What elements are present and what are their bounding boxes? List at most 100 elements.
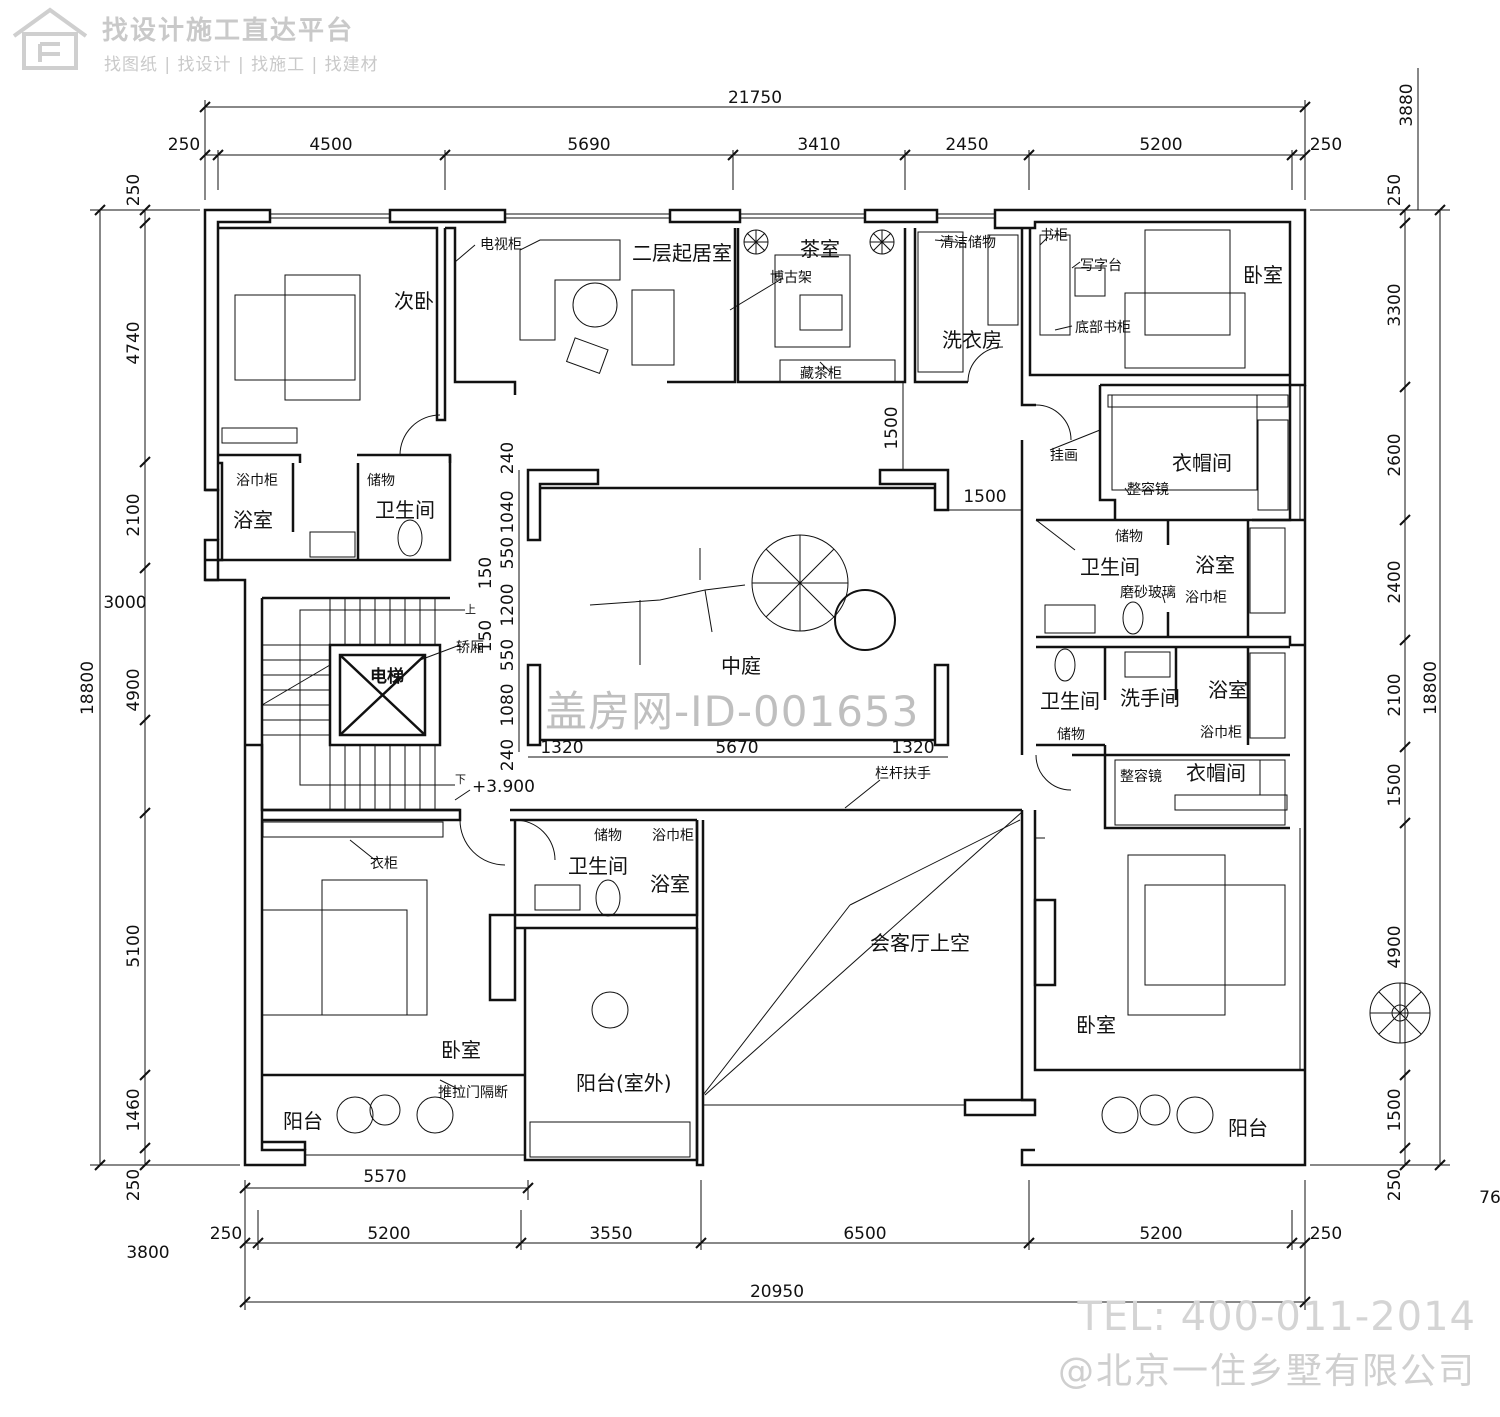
- brand-header: 找设计施工直达平台 找图纸 | 找设计 | 找施工 | 找建材: [10, 6, 410, 76]
- top-dimensions: 21750 3880 250 4500 5690 3410 2450 5200 …: [168, 83, 1417, 155]
- dim-overall-right: 18800: [1421, 661, 1441, 715]
- label-stair-down: 下: [455, 773, 466, 786]
- label-mirror-se: 整容镜: [1120, 768, 1162, 785]
- right-dimensions: 18800 250 3300 2600 2400 2100 1500 4900 …: [1385, 174, 1441, 1201]
- left-dimensions: 18800 250 4740 2100 3000 4900 5100 1460 …: [78, 174, 147, 1201]
- room-cloakroom-se: 衣帽间: [1186, 761, 1246, 785]
- label-bottom-bookcase: 底部书柜: [1075, 320, 1131, 336]
- room-wc-e1: 卫生间: [1080, 555, 1140, 579]
- room-bath-s: 浴室: [650, 872, 690, 896]
- bottom-dimensions: 5570 250 5200 3550 6500 5200 250 3800 76…: [126, 1167, 1500, 1302]
- dim-right-seg: 1500: [1385, 1088, 1405, 1131]
- room-balcony-outdoor: 阳台(室外): [576, 1071, 672, 1095]
- dim-bottom-seg: 250: [1310, 1224, 1342, 1244]
- room-bedroom-sw: 卧室: [441, 1038, 481, 1062]
- dim-top-seg: 3410: [797, 135, 840, 155]
- label-towel-cabinet-e1: 浴巾柜: [1185, 590, 1227, 606]
- dim-bottom-seg: 3550: [589, 1224, 632, 1244]
- label-stair-up: 上: [465, 603, 476, 616]
- dim-court-v: 150: [476, 620, 496, 652]
- dim-top-seg: 5690: [567, 135, 610, 155]
- label-towel-cabinet-e2: 浴巾柜: [1200, 725, 1242, 741]
- room-bath-e2: 浴室: [1208, 678, 1248, 702]
- room-bath-e1: 浴室: [1195, 553, 1235, 577]
- dim-overall-bottom: 20950: [750, 1282, 804, 1302]
- dim-right-seg: 250: [1385, 1169, 1405, 1201]
- dim-top-seg: 2450: [945, 135, 988, 155]
- dim-top-seg: 4500: [309, 135, 352, 155]
- dim-court-h: 5670: [715, 738, 758, 758]
- label-storage-e1: 储物: [1115, 529, 1143, 545]
- label-towel-cabinet-s: 浴巾柜: [652, 828, 694, 844]
- label-car: 轿厢: [456, 640, 484, 656]
- room-cloakroom-ne: 衣帽间: [1172, 451, 1232, 475]
- dim-top-seg: 250: [1310, 135, 1342, 155]
- dim-overall-left: 18800: [78, 661, 98, 715]
- label-wardrobe: 衣柜: [370, 856, 398, 872]
- dim-left-seg: 4740: [124, 321, 144, 364]
- room-living: 二层起居室: [632, 241, 732, 265]
- label-tv-cabinet: 电视柜: [480, 237, 522, 253]
- label-sliding-door: 推拉门隔断: [438, 1085, 508, 1101]
- dim-court-h: 1320: [891, 738, 934, 758]
- label-railing: 栏杆扶手: [875, 766, 931, 782]
- label-towel-cabinet-nw: 浴巾柜: [236, 473, 278, 489]
- dim-top-right: 3880: [1397, 83, 1417, 126]
- room-bedroom-ne: 卧室: [1243, 263, 1283, 287]
- dim-court-v: 240: [498, 442, 518, 474]
- room-second-bedroom: 次卧: [394, 289, 434, 313]
- fixture-labels: 电视柜 博古架 藏茶柜 清洁储物 书柜 写字台 底部书柜 挂画 整容镜 浴巾柜 …: [236, 228, 1242, 1101]
- watermark: 盖房网-ID-001653: [545, 687, 920, 736]
- dim-left-seg: 3000: [103, 593, 146, 613]
- label-tea-cabinet: 藏茶柜: [800, 366, 842, 382]
- dim-left-seg: 4900: [124, 668, 144, 711]
- room-wc-e2: 卫生间: [1040, 689, 1100, 713]
- dim-court-v: 150: [476, 557, 496, 589]
- house-logo-icon: [12, 7, 88, 70]
- label-storage-nw: 储物: [367, 473, 395, 489]
- dim-left-seg: 250: [124, 1169, 144, 1201]
- dim-bottom-seg: 5200: [1139, 1224, 1182, 1244]
- label-elevator: 电梯: [370, 666, 404, 687]
- dim-court-v: 1040: [498, 490, 518, 533]
- dim-bottom-seg: 6500: [843, 1224, 886, 1244]
- dim-left-seg: 250: [124, 174, 144, 206]
- dim-right-seg: 4900: [1385, 925, 1405, 968]
- dim-right-seg: 1500: [1385, 763, 1405, 806]
- room-wc-nw: 卫生间: [375, 498, 435, 522]
- label-elevation: +3.900: [472, 777, 535, 797]
- dim-court-gap-top: 1500: [882, 406, 902, 449]
- dim-court-gap-right: 1500: [963, 487, 1006, 507]
- label-frosted-glass: 磨砂玻璃: [1120, 584, 1176, 601]
- dim-bottom-seg: 250: [210, 1224, 242, 1244]
- dim-top-seg: 5200: [1139, 135, 1182, 155]
- label-storage-e2: 储物: [1057, 727, 1085, 743]
- dim-court-v: 550: [498, 537, 518, 569]
- dim-court-v: 240: [498, 739, 518, 771]
- dim-court-v: 550: [498, 639, 518, 671]
- dim-right-seg: 250: [1385, 174, 1405, 206]
- room-balcony-se: 阳台: [1228, 1116, 1268, 1140]
- room-bedroom-se: 卧室: [1076, 1013, 1116, 1037]
- label-curio-shelf: 博古架: [770, 269, 812, 286]
- plant-icon: [743, 229, 1430, 1043]
- label-hanging: 挂画: [1050, 448, 1078, 464]
- room-wc-s: 卫生间: [568, 854, 628, 878]
- label-mirror-ne: 整容镜: [1127, 481, 1169, 498]
- dim-right-tag: 76: [1479, 1188, 1500, 1208]
- label-storage-s: 储物: [594, 828, 622, 844]
- dim-bottom-seg: 5200: [367, 1224, 410, 1244]
- dim-right-seg: 3300: [1385, 283, 1405, 326]
- room-laundry: 洗衣房: [942, 328, 1002, 352]
- room-tea: 茶室: [800, 237, 840, 261]
- dim-court-v: 1080: [498, 683, 518, 726]
- label-desk: 写字台: [1080, 258, 1122, 274]
- footer-tel: TEL: 400-011-2014: [1077, 1294, 1476, 1340]
- dim-right-seg: 2100: [1385, 673, 1405, 716]
- dim-right-seg: 2600: [1385, 433, 1405, 476]
- brand-subtitle: 找图纸 | 找设计 | 找施工 | 找建材: [104, 55, 379, 75]
- dim-left-offset: 3800: [126, 1243, 169, 1263]
- footer-copyright: @北京一住乡墅有限公司: [1057, 1351, 1476, 1392]
- brand-title: 找设计施工直达平台: [102, 16, 355, 46]
